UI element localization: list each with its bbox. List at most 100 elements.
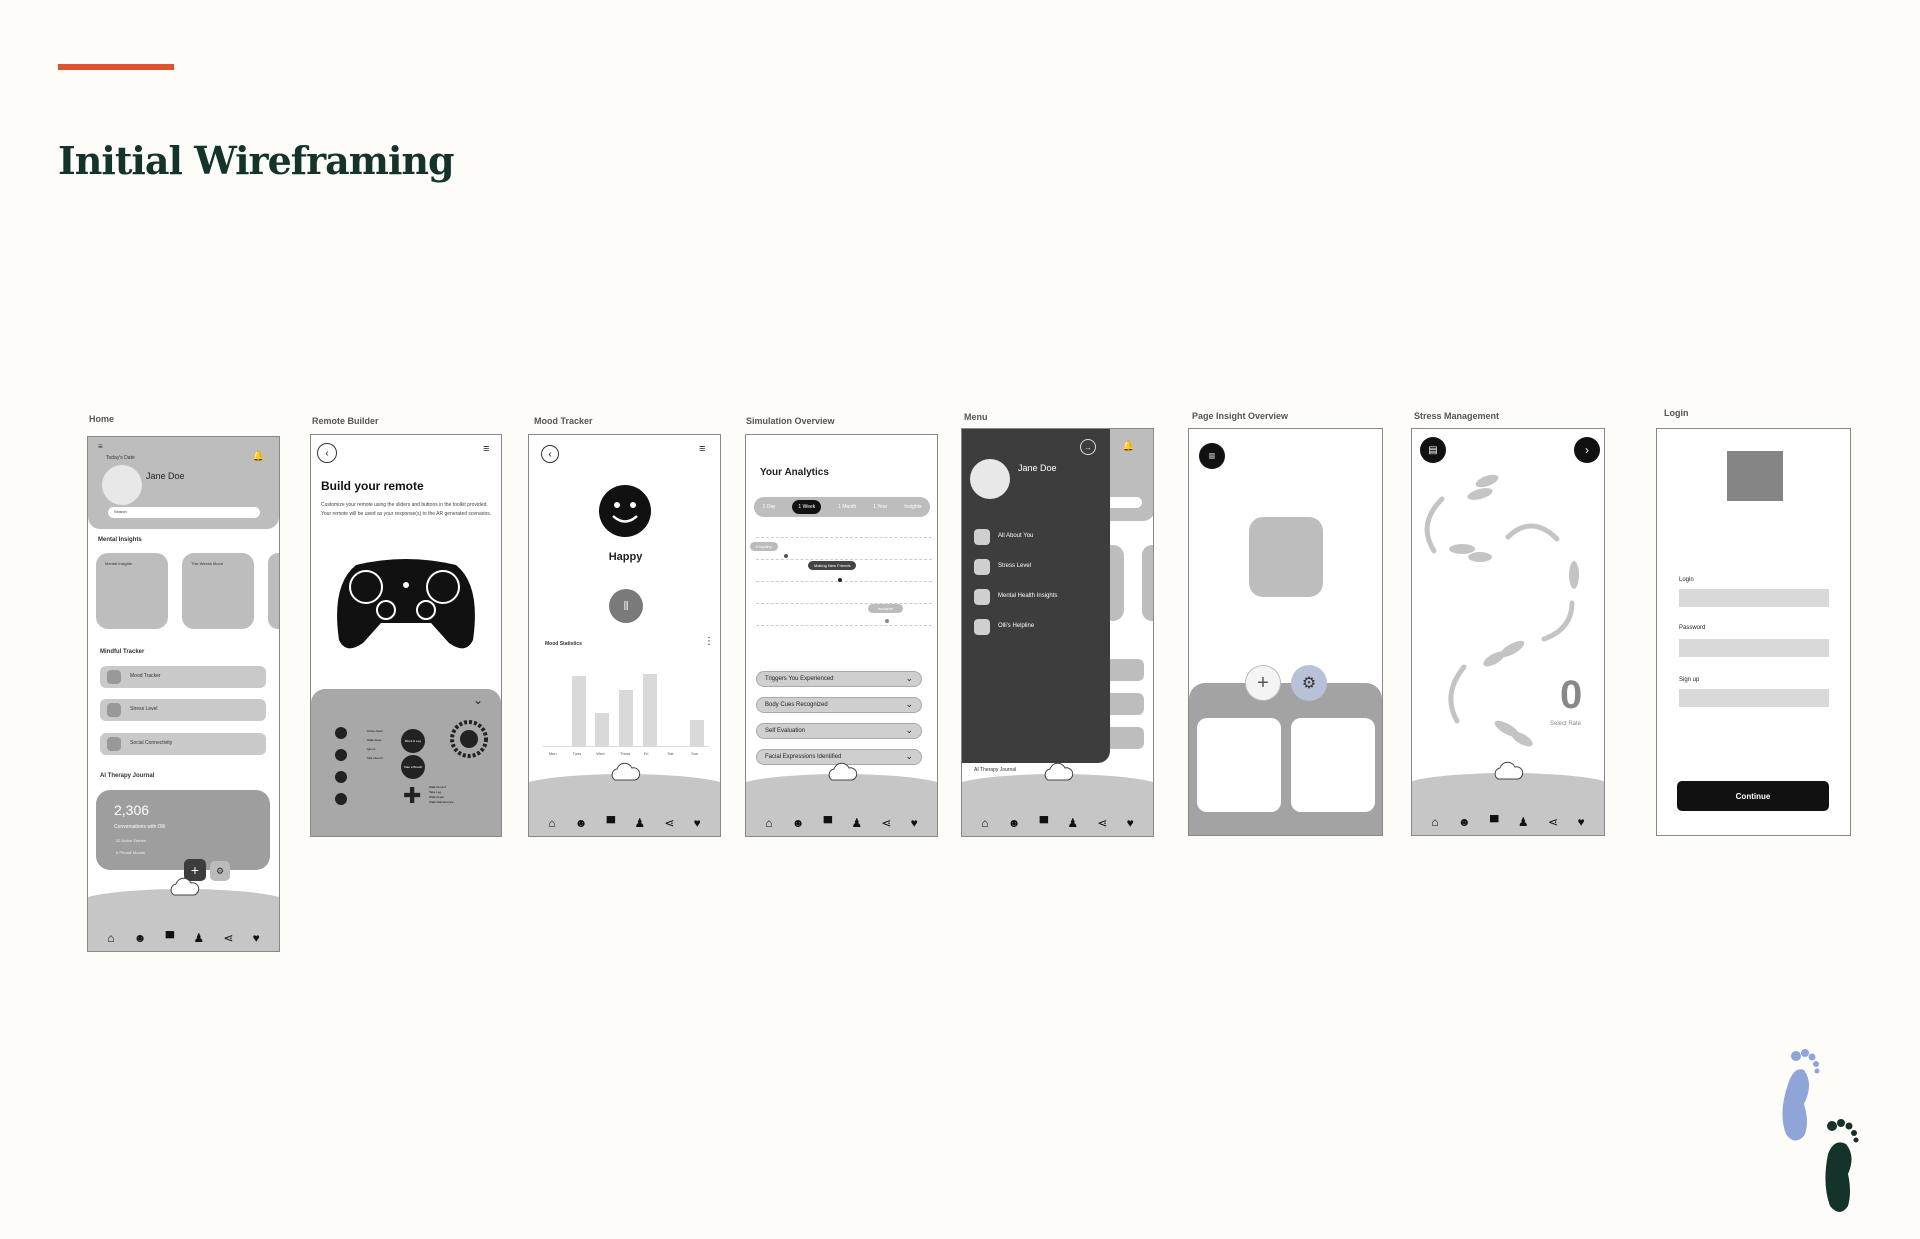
person-icon[interactable]: ♟ xyxy=(1517,815,1529,829)
smiley-icon[interactable]: ☻ xyxy=(791,816,805,830)
chat-icon[interactable]: ▀ xyxy=(1039,816,1049,830)
share-icon[interactable]: ⋖ xyxy=(881,816,892,830)
chevron-down-icon: ⌄ xyxy=(905,673,913,683)
menu-icon[interactable]: ≡ xyxy=(1199,443,1225,469)
chevron-down-icon[interactable]: ⌄ xyxy=(473,693,484,707)
share-icon[interactable]: ⋖ xyxy=(1097,816,1108,830)
mood-day-label: Tues xyxy=(572,751,582,756)
smiley-icon[interactable]: ☻ xyxy=(1458,815,1471,829)
dropdown-triggers[interactable]: Triggers You Experienced⌄ xyxy=(756,671,922,687)
toolkit-button[interactable] xyxy=(335,727,347,739)
mood-bar xyxy=(642,673,657,746)
chat-icon[interactable]: ▀ xyxy=(606,816,616,830)
search-input[interactable]: Search xyxy=(108,507,260,518)
journal-count: 2,306 xyxy=(114,802,150,818)
cloud-icon[interactable] xyxy=(609,762,641,782)
more-icon[interactable]: ⋮ xyxy=(704,636,714,647)
password-input[interactable] xyxy=(1679,639,1829,657)
chat-icon[interactable]: ▀ xyxy=(823,816,833,830)
add-button[interactable]: + xyxy=(184,859,206,881)
add-button[interactable]: + xyxy=(1245,665,1281,701)
analytics-chip[interactable]: Making New Friends xyxy=(808,561,857,570)
cloud-icon[interactable] xyxy=(1042,762,1074,782)
bell-icon[interactable]: 🔔 xyxy=(1122,441,1135,452)
insight-card[interactable] xyxy=(268,553,279,629)
share-icon[interactable]: ⋖ xyxy=(1548,815,1559,829)
back-icon[interactable]: ‹ xyxy=(317,443,337,463)
document-icon[interactable]: ▤ xyxy=(1420,437,1446,463)
chevron-down-icon: ⌄ xyxy=(905,751,913,761)
share-icon[interactable]: ⋖ xyxy=(223,931,234,945)
toolkit-button[interactable] xyxy=(335,771,347,783)
home-icon[interactable]: ⌂ xyxy=(981,816,989,830)
toolkit-button[interactable] xyxy=(335,793,347,805)
insight-card[interactable]: This Weeks Mood xyxy=(182,553,254,629)
tracker-item-mood[interactable]: Mood Tracker xyxy=(100,666,266,688)
sliders-icon[interactable]: ⫼ xyxy=(609,589,643,623)
heart-icon[interactable]: ♥ xyxy=(252,931,260,945)
bell-icon[interactable]: 🔔 xyxy=(252,451,265,462)
range-option[interactable]: 1 Month xyxy=(838,504,857,510)
chat-icon[interactable]: ▀ xyxy=(1490,815,1499,829)
insight-placeholder-image xyxy=(1249,517,1323,597)
dpad-icon[interactable]: ✚ xyxy=(403,783,422,808)
range-option[interactable]: 1 Day xyxy=(762,504,776,510)
toolkit-round-button[interactable]: Block & Leg xyxy=(401,729,425,753)
stats-title: Mood Statistics xyxy=(545,641,582,647)
home-icon[interactable]: ⌂ xyxy=(1431,815,1439,829)
person-icon[interactable]: ♟ xyxy=(193,931,205,945)
cloud-icon[interactable] xyxy=(1492,761,1524,781)
insight-tile[interactable] xyxy=(1291,718,1375,812)
dropdown-body-cues[interactable]: Body Cues Recognized⌄ xyxy=(756,697,922,713)
signup-input[interactable] xyxy=(1679,689,1829,707)
home-icon[interactable]: ⌂ xyxy=(765,816,773,830)
dial-icon[interactable] xyxy=(449,719,489,759)
cloud-icon[interactable] xyxy=(826,762,858,782)
person-icon[interactable]: ♟ xyxy=(1067,816,1079,830)
analytics-chip[interactable]: Isolation xyxy=(868,604,903,613)
smiley-icon[interactable]: ☻ xyxy=(1007,816,1021,830)
chat-icon[interactable]: ▀ xyxy=(165,931,175,945)
smiley-icon[interactable]: ☻ xyxy=(133,931,147,945)
insight-tile[interactable] xyxy=(1197,718,1281,812)
login-input[interactable] xyxy=(1679,589,1829,607)
mental-insights-title: Mental Insights xyxy=(98,537,142,543)
tracker-item-social[interactable]: Social Connectivity xyxy=(100,733,266,755)
chevron-right-icon[interactable]: › xyxy=(1574,437,1600,463)
person-icon[interactable]: ♟ xyxy=(634,816,646,830)
insight-card[interactable]: Mental Insights xyxy=(96,553,168,629)
heart-icon[interactable]: ♥ xyxy=(1126,816,1134,830)
gear-icon[interactable]: ⚙ xyxy=(1291,665,1327,701)
menu-icon[interactable]: ≡ xyxy=(699,443,706,455)
menu-icon[interactable]: ≡ xyxy=(483,443,490,455)
heart-icon[interactable]: ♥ xyxy=(1577,815,1585,829)
tracker-item-stress[interactable]: Stress Level xyxy=(100,699,266,721)
journal-card[interactable]: 2,306 Conversations with Olli 32 Active … xyxy=(96,790,270,870)
heart-icon[interactable]: ♥ xyxy=(693,816,701,830)
avatar[interactable] xyxy=(970,459,1010,499)
cloud-icon[interactable] xyxy=(168,877,200,897)
bottom-nav: ⌂ ☻ ▀ ♟ ⋖ ♥ xyxy=(529,762,720,836)
home-icon[interactable]: ⌂ xyxy=(548,816,556,830)
back-icon[interactable]: ‹ xyxy=(541,445,559,463)
toolkit-round-button[interactable]: Take a Breath xyxy=(401,755,425,779)
home-icon[interactable]: ⌂ xyxy=(107,931,115,945)
heart-icon[interactable]: ♥ xyxy=(910,816,918,830)
range-option-selected[interactable]: 1 Week xyxy=(792,500,822,514)
share-icon[interactable]: ⋖ xyxy=(664,816,675,830)
search-input-behind xyxy=(1102,497,1142,508)
gear-icon[interactable]: ⚙ xyxy=(210,861,230,881)
range-option[interactable]: Insights xyxy=(904,504,922,510)
menu-icon[interactable]: ≡ xyxy=(98,442,103,451)
avatar[interactable] xyxy=(102,465,142,505)
dropdown-self-evaluation[interactable]: Self Evaluation⌄ xyxy=(756,723,922,739)
logout-icon[interactable]: → xyxy=(1080,439,1096,455)
continue-button[interactable]: Continue xyxy=(1677,781,1829,811)
mood-day-label: Wed xyxy=(596,751,605,756)
mood-day-label: Sun xyxy=(691,751,699,756)
person-icon[interactable]: ♟ xyxy=(851,816,863,830)
analytics-chip[interactable]: Empathy xyxy=(750,542,778,551)
range-option[interactable]: 1 Year xyxy=(873,504,888,510)
toolkit-button[interactable] xyxy=(335,749,347,761)
smiley-icon[interactable]: ☻ xyxy=(574,816,588,830)
